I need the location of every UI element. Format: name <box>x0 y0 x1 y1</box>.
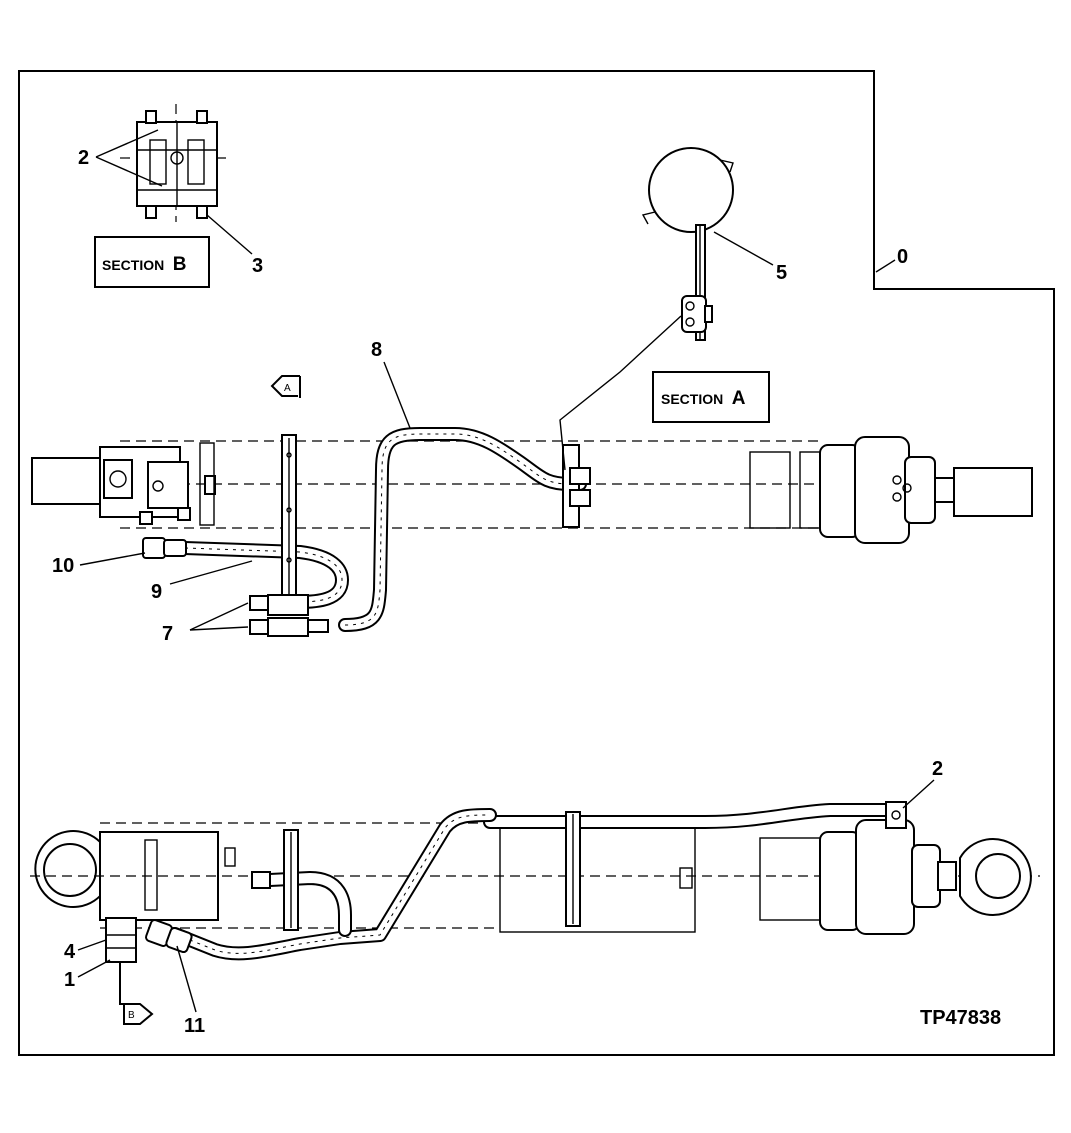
clamp-bar-a <box>249 434 329 637</box>
hose-9 <box>178 541 349 609</box>
fitting-10 <box>142 537 187 559</box>
section-a-box <box>652 371 770 423</box>
clamp-2-lower <box>885 801 907 829</box>
figure-id: TP47838 <box>920 1007 1001 1029</box>
section-b-box <box>94 236 210 288</box>
callout-1: 1 <box>64 969 75 991</box>
svg-text:A: A <box>284 383 291 394</box>
lower-hose-upper <box>483 803 897 829</box>
lower-hose-loop <box>263 871 352 937</box>
callout-0: 0 <box>897 246 908 268</box>
section-b-label: SECTION B <box>102 254 186 275</box>
callout-2-bottom: 2 <box>932 758 943 780</box>
lower-cylinder <box>30 819 1040 935</box>
svg-text:B: B <box>128 1010 135 1021</box>
callout-5: 5 <box>776 262 787 284</box>
callout-3: 3 <box>252 255 263 277</box>
callout-2-section-b: 2 <box>78 147 89 169</box>
upper-cylinder <box>31 436 1033 544</box>
fitting-11 <box>145 919 193 954</box>
view-marker-a: A <box>270 375 301 398</box>
callout-7: 7 <box>162 623 173 645</box>
clamp-a-on-cylinder <box>562 444 591 528</box>
section-a-label: SECTION A <box>661 388 746 409</box>
clamp-1-4 <box>105 917 137 963</box>
drawing-frame <box>18 70 1055 1056</box>
lower-hose-main <box>168 808 497 961</box>
section-b-detail <box>120 104 228 222</box>
callout-8: 8 <box>371 339 382 361</box>
lower-clamp-bar <box>251 829 299 931</box>
clamp-mid-lower <box>565 811 581 927</box>
hose-8 <box>338 427 587 632</box>
callout-10: 10 <box>52 555 74 577</box>
callout-9: 9 <box>151 581 162 603</box>
section-a-detail <box>641 147 734 341</box>
callout-4: 4 <box>64 941 76 963</box>
callout-11: 11 <box>184 1015 205 1037</box>
view-marker-b: B <box>119 962 154 1025</box>
